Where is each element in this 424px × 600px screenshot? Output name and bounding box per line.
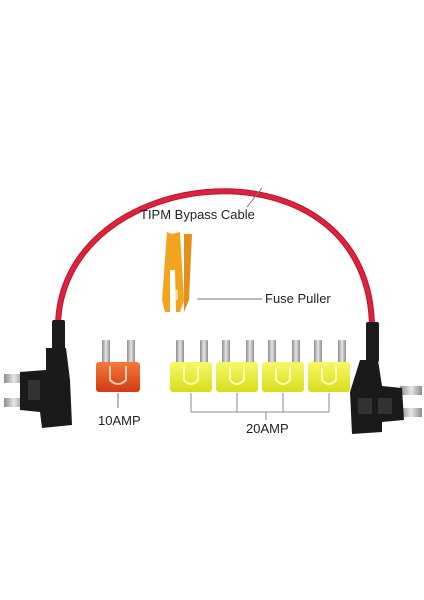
fuse-20-amp-1 <box>170 340 212 392</box>
fuse-20-amp-4 <box>308 340 350 392</box>
bypass-cable <box>54 187 376 335</box>
right-fuse-tap-holder <box>350 322 422 434</box>
fuse-10-amp-label: 10AMP <box>98 413 141 428</box>
left-fuse-tap-holder <box>4 320 72 428</box>
fuse-20-amp-label: 20AMP <box>246 421 289 436</box>
fuse-10-amp <box>96 340 140 408</box>
fuse-20-amp-2 <box>216 340 258 392</box>
fuse-puller <box>162 232 262 312</box>
fuse-20-amp-3 <box>262 340 304 392</box>
fuse-puller-label: Fuse Puller <box>265 291 331 306</box>
fuse-20-bracket <box>190 393 330 420</box>
cable-label: TIPM Bypass Cable <box>140 207 255 222</box>
